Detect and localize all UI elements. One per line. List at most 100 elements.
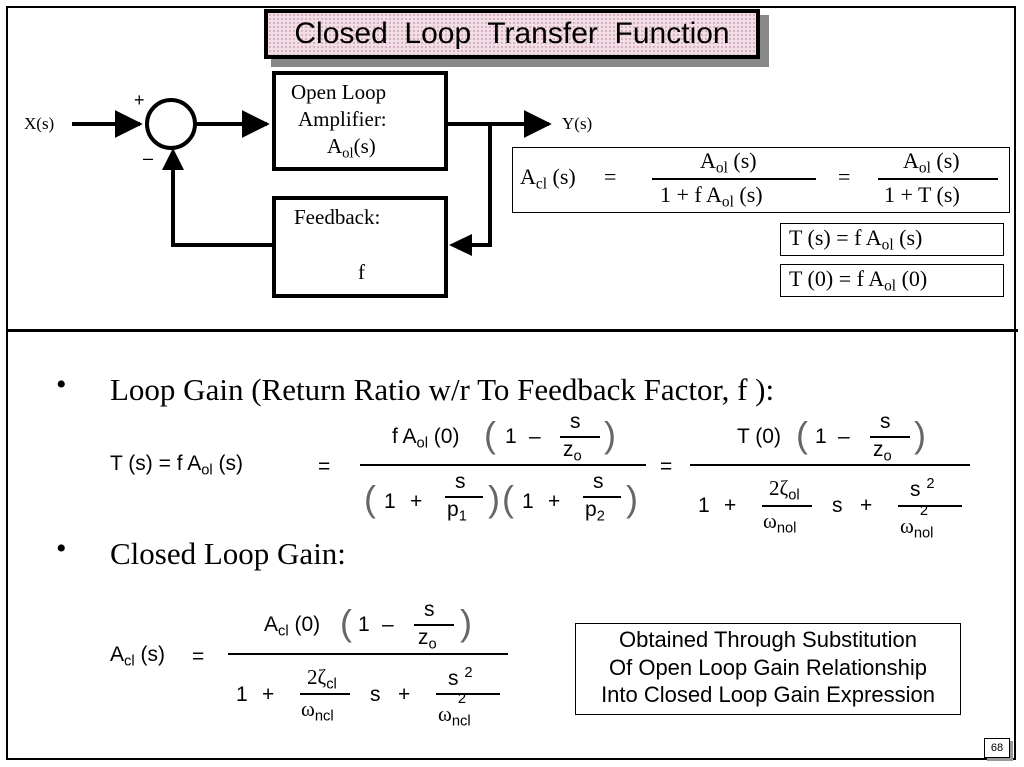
t-equals-1: =	[318, 455, 331, 478]
acl-lhs: Acl (s)	[520, 164, 576, 193]
paren-open: (	[364, 478, 376, 519]
paren-open: (	[502, 478, 514, 519]
equals-1: =	[604, 164, 617, 189]
t-main-frac-bar-2	[690, 464, 970, 466]
t-den1-frac-bar-a	[445, 496, 483, 498]
t-num2-one: 1	[815, 425, 827, 448]
feedback-label: Feedback:	[294, 205, 381, 229]
t-num2-t0: T (0)	[737, 425, 781, 448]
t-num1-s: s	[570, 410, 581, 433]
acl-eq-den-frac-bar-b	[436, 693, 500, 695]
t-den1-one-a: 1	[384, 490, 396, 513]
paren-open: (	[796, 414, 808, 455]
feedback-block	[272, 196, 448, 298]
t-main-frac-bar-1	[360, 464, 646, 466]
loop-gain-heading: Loop Gain (Return Ratio w/r To Feedback …	[110, 372, 775, 407]
t-definition: T (s) = f Aol (s)	[789, 225, 923, 254]
t-lhs: T (s) = f Aol (s)	[110, 452, 243, 479]
acl-eq-lhs: Acl (s)	[110, 643, 165, 670]
t-equals-2: =	[660, 455, 673, 478]
t-den2-frac-bar-a	[762, 505, 812, 507]
substitution-note-line-3: Into Closed Loop Gain Expression	[601, 682, 935, 707]
section-divider	[6, 329, 1018, 332]
acl-eq-one: 1	[358, 613, 370, 636]
plus-sign: +	[134, 90, 145, 110]
amplifier-block	[272, 71, 448, 171]
substitution-note-line-2: Of Open Loop Gain Relationship	[609, 654, 927, 680]
t-den2-one: 1	[698, 494, 710, 517]
acl-eq-main-frac-bar	[228, 653, 508, 655]
acl-eq-s: s	[424, 598, 435, 621]
t-den1-s-b: s	[593, 470, 604, 493]
input-label: X(s)	[24, 114, 55, 133]
t-den2-plus-b: +	[860, 494, 873, 517]
block-diagram	[72, 71, 552, 298]
amplifier-label-2: Amplifier:	[298, 107, 387, 131]
t-num1-zo: zo	[563, 438, 582, 465]
t-den2-plus-a: +	[724, 494, 737, 517]
t-num1-frac-bar	[560, 436, 600, 438]
paren-close: )	[914, 414, 926, 455]
equals-2: =	[838, 164, 851, 189]
acl-eq-minus: –	[382, 613, 394, 636]
acl-den-1: 1 + f Aol (s)	[660, 182, 763, 211]
feedback-return-arrowhead	[162, 148, 184, 170]
paren-open: (	[484, 414, 496, 455]
t-den1-s-a: s	[455, 470, 466, 493]
bullet-2: •	[56, 532, 67, 565]
t-den1-one-b: 1	[522, 490, 534, 513]
acl-eq-equals: =	[192, 645, 205, 668]
t-den1-p1: p1	[447, 498, 467, 525]
amplifier-label-1: Open Loop	[291, 80, 387, 104]
acl-eq-zero-frac-bar	[414, 624, 454, 626]
bullet-1: •	[56, 368, 67, 401]
acl-eq-den-2zeta: 2ζcl	[307, 665, 337, 693]
t-num1-one: 1	[505, 425, 517, 448]
feedback-factor: f	[358, 260, 365, 284]
t-num2-zo: zo	[873, 438, 892, 465]
t-den2-frac-bar-b	[898, 505, 962, 507]
acl-num-1: Aol (s)	[700, 148, 757, 177]
t-den2-omega: ωnol	[763, 509, 797, 537]
substitution-note: Obtained Through Substitution Of Open Lo…	[575, 623, 961, 715]
summing-junction	[145, 98, 197, 150]
acl-eq-den-plus-b: +	[398, 683, 411, 706]
substitution-note-line-1: Obtained Through Substitution	[618, 627, 918, 652]
t-num1-minus: –	[529, 425, 541, 448]
acl-equation-box	[512, 147, 1010, 213]
minus-sign: –	[143, 148, 154, 168]
t-num2-minus: –	[838, 425, 850, 448]
acl-eq-den-frac-bar-a	[300, 693, 350, 695]
fraction-bar-1	[652, 178, 816, 180]
slide-title: Closed Loop Transfer Function	[264, 9, 760, 59]
t0-definition-box	[780, 264, 1004, 297]
t-den1-p2: p2	[585, 498, 605, 525]
acl-eq-den-s: s	[370, 683, 381, 706]
paren-close: )	[460, 602, 472, 643]
page-number: 68	[984, 738, 1010, 758]
feedback-takeoff	[455, 124, 492, 247]
acl-den-2: 1 + T (s)	[884, 182, 960, 207]
acl-eq-zo: zo	[418, 626, 437, 653]
acl-eq-num-gain: Acl (0)	[264, 613, 321, 640]
acl-eq-den-omega: ωncl	[301, 697, 334, 725]
feedback-return	[171, 158, 274, 247]
acl-eq-den-s2: s 2	[448, 665, 473, 691]
t-den2-s2: s 2	[910, 476, 935, 502]
paren-close: )	[488, 478, 500, 519]
t-num2-frac-bar	[870, 436, 910, 438]
paren-close: )	[604, 414, 616, 455]
slide-frame	[6, 6, 1016, 760]
fraction-bar-2	[878, 178, 998, 180]
t-num2-s: s	[880, 410, 891, 433]
t-den1-plus-a: +	[410, 490, 423, 513]
t-den2-s: s	[832, 494, 843, 517]
t-den1-frac-bar-b	[583, 496, 621, 498]
closed-loop-heading: Closed Loop Gain:	[110, 536, 346, 571]
acl-num-2: Aol (s)	[903, 148, 960, 177]
output-label: Y(s)	[562, 114, 593, 133]
t-num1-gain: f Aol (0)	[392, 425, 460, 452]
t-den1-plus-b: +	[548, 490, 561, 513]
